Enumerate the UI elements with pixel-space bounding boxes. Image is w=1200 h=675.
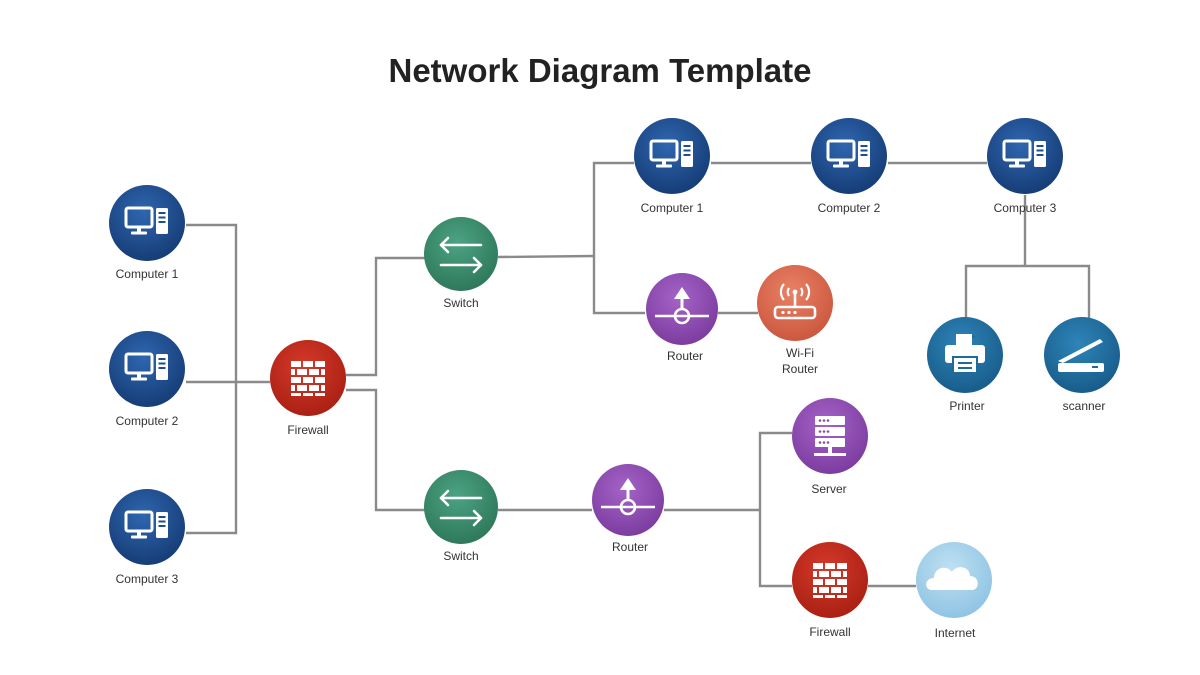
node-switch-bottom[interactable]: Switch	[424, 470, 498, 563]
page-title: Network Diagram Template	[388, 52, 812, 89]
node-internet[interactable]: Internet	[916, 542, 992, 640]
node-router-bottom[interactable]: Router	[592, 464, 664, 554]
node-label: Wi-Fi	[786, 346, 814, 360]
node-label: Computer 1	[116, 267, 179, 281]
node-label: Printer	[949, 399, 984, 413]
node-label: Router	[612, 540, 648, 554]
node-label: Switch	[443, 296, 478, 310]
link-left-computers-to-firewall	[186, 223, 238, 535]
node-label: Server	[811, 482, 846, 496]
node-top-computer-2[interactable]: Computer 2	[811, 118, 887, 215]
node-left-computer-2[interactable]: Computer 2	[109, 331, 185, 428]
node-top-computer-3[interactable]: Computer 3	[987, 118, 1063, 215]
node-label: Computer 3	[116, 572, 179, 586]
node-label: Firewall	[287, 423, 328, 437]
node-firewall-bottom[interactable]: Firewall	[792, 542, 868, 639]
node-label: Computer 2	[818, 201, 881, 215]
node-server[interactable]: Server	[792, 398, 868, 496]
node-label: Switch	[443, 549, 478, 563]
node-firewall-main[interactable]: Firewall	[270, 340, 346, 437]
node-label: Internet	[935, 626, 976, 640]
node-label: Router	[667, 349, 703, 363]
node-router-top[interactable]: Router	[646, 273, 718, 363]
node-label: Firewall	[809, 625, 850, 639]
node-wifi-router[interactable]: Wi-Fi Router	[757, 265, 833, 376]
node-left-computer-3[interactable]: Computer 3	[109, 489, 185, 586]
node-left-computer-1[interactable]: Computer 1	[109, 185, 185, 281]
connection-lines	[186, 161, 1091, 588]
node-label: Router	[782, 362, 818, 376]
node-label: scanner	[1063, 399, 1106, 413]
node-printer[interactable]: Printer	[927, 317, 1003, 413]
link-firewall-to-switch-top	[346, 256, 425, 377]
link-branch-bottom	[758, 431, 792, 588]
node-label: Computer 2	[116, 414, 179, 428]
link-switch-top-to-branch	[497, 254, 595, 259]
node-scanner[interactable]: scanner	[1044, 317, 1120, 413]
node-switch-top[interactable]: Switch	[424, 217, 498, 310]
link-firewall-to-switch-bottom	[346, 388, 425, 512]
link-peripherals	[964, 264, 1091, 320]
node-label: Computer 3	[994, 201, 1057, 215]
node-top-computer-1[interactable]: Computer 1	[634, 118, 710, 215]
node-label: Computer 1	[641, 201, 704, 215]
link-branch-top	[592, 161, 645, 315]
